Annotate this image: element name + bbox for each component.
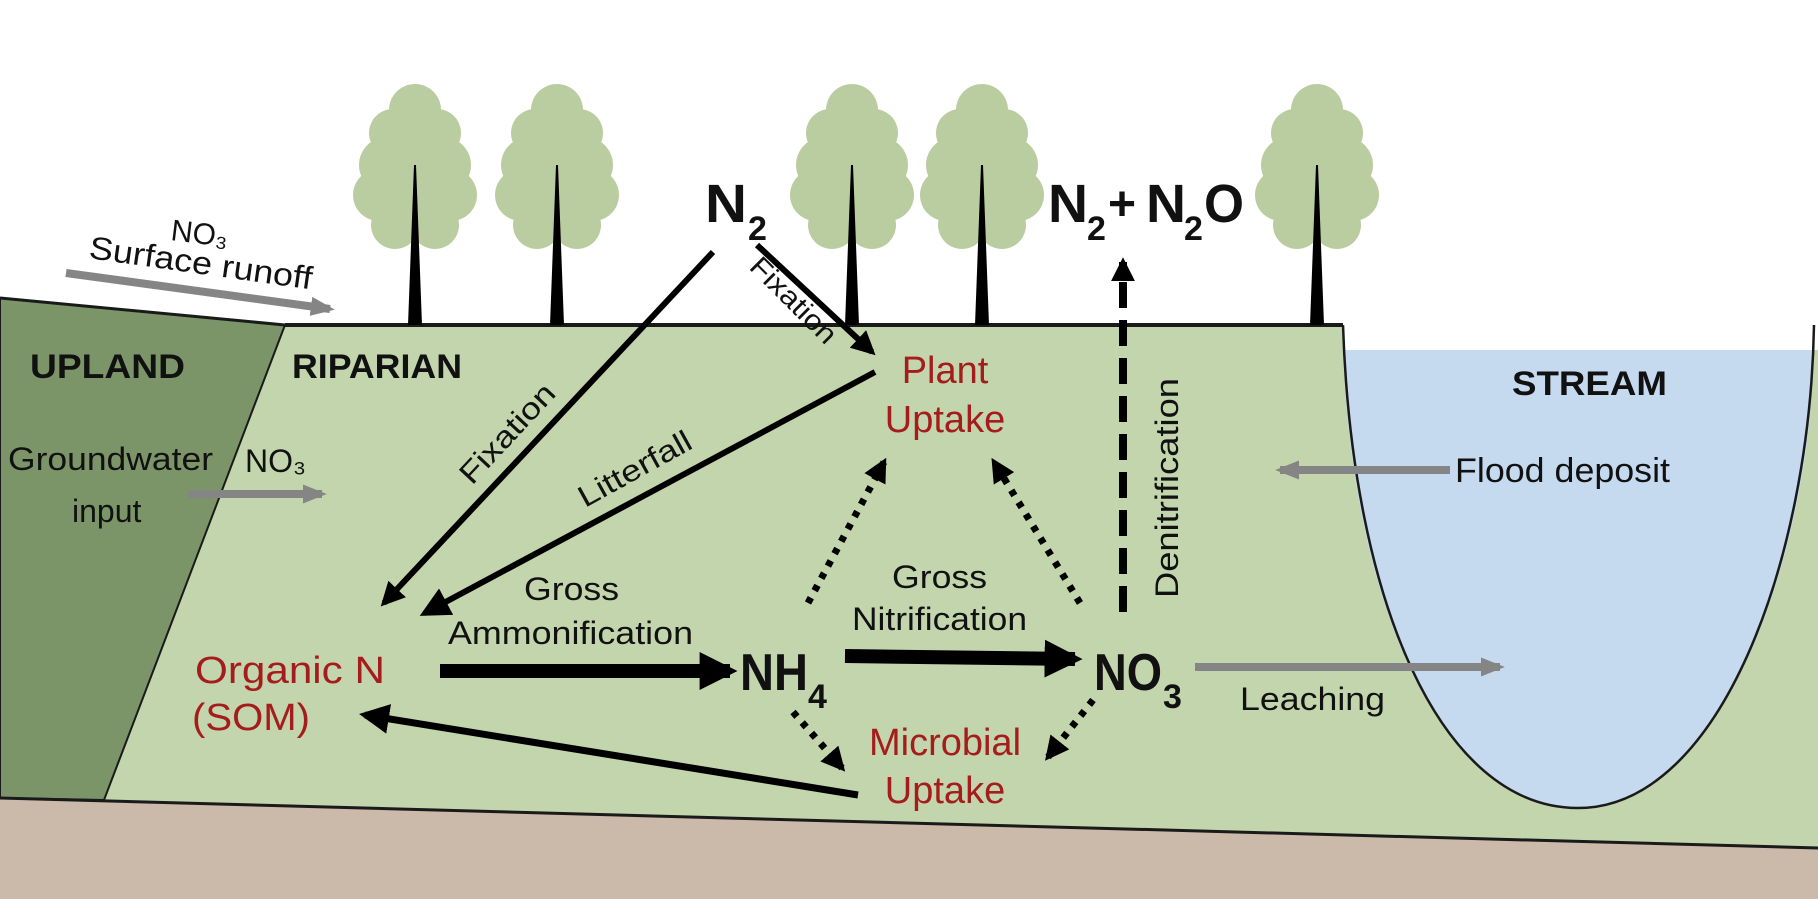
tree [920,84,1044,325]
tree-crown [1255,84,1379,249]
stream-bank-outline [1341,324,1816,810]
ammonification-label-line2: Ammonification [448,615,693,651]
plant-uptake-pool: Plant Uptake [885,350,1005,441]
groundwater-input: Groundwater input NO₃ [8,441,327,529]
microbial-uptake-label-line2: Uptake [885,770,1005,812]
microbial-uptake-pool: Microbial Uptake [869,722,1021,812]
no3-pool: NO 3 [1094,644,1182,716]
tree [353,84,477,325]
nitrification-label-line1: Gross [892,559,987,595]
groundwater-species: NO₃ [245,443,306,479]
nh4-subscript: 4 [808,678,827,716]
nh4-symbol: NH [740,644,808,702]
upland-label: UPLAND [30,348,185,386]
microbial-to-organic-arrow [359,704,859,799]
groundwater-label-line2: input [72,493,142,529]
organic-n-label-line1: Organic N [195,650,385,692]
n2o-subscript: 2 [1184,210,1203,248]
tree-trunk [1310,165,1324,325]
surface-runoff: NO₃ Surface runoff [65,214,335,316]
riparian-label: RIPARIAN [292,348,462,386]
leaching: Leaching [1195,657,1505,717]
n2-n2o-emission: N 2 + N 2 O [1048,174,1244,248]
no3-symbol: NO [1094,644,1162,702]
nh4-pool: NH 4 [740,644,827,716]
litterfall-arrow [419,369,877,616]
organic-n-label-line2: (SOM) [192,697,310,739]
tree-crown [790,84,914,249]
organic-n-pool: Organic N (SOM) [192,650,385,739]
microbial-uptake-label-line1: Microbial [869,722,1021,764]
tree-trunk [845,165,859,325]
upland-top-line [0,296,286,327]
tree-trunk [550,165,564,325]
flood-deposit-label: Flood deposit [1455,452,1671,490]
nitrification-label-line2: Nitrification [852,601,1027,637]
plant-uptake-label-line1: Plant [902,350,989,392]
plus-sign: + [1108,178,1136,231]
tree-crown [353,84,477,249]
surface-runoff-arrow [65,269,335,316]
tree-trunk [408,165,422,325]
groundwater-label-line1: Groundwater [8,441,213,477]
plant-uptake-label-line2: Uptake [885,399,1005,441]
soil-boundary-line [0,796,1818,850]
fixation-plant-arrow [754,242,876,356]
surface-runoff-species: NO₃ [169,214,230,254]
stream-label: STREAM [1512,365,1667,403]
no3-to-microbial-arrow [1045,697,1096,761]
tree [1255,84,1379,325]
nitrification-arrow [844,639,1083,678]
n2-gas-symbol: N [1048,174,1088,234]
tree [790,84,914,325]
leaching-label: Leaching [1240,681,1385,717]
no3-subscript: 3 [1163,678,1182,716]
stream-channel [1343,350,1814,808]
tree [495,84,619,325]
trees-group [353,84,1379,325]
n2-atmosphere: N 2 [705,174,767,248]
n2-subscript: 2 [748,210,767,248]
n2-symbol: N [705,174,747,234]
n2o-n-symbol: N [1146,174,1186,234]
fixation-soil-arrow [380,249,716,607]
denitrification-label: Denitrification [1149,378,1185,598]
n2o-o-symbol: O [1204,174,1244,234]
ammonification-label-line1: Gross [524,571,619,607]
n2-gas-subscript: 2 [1087,210,1106,248]
tree-trunk [975,165,989,325]
flood-deposit: Flood deposit [1275,452,1671,490]
